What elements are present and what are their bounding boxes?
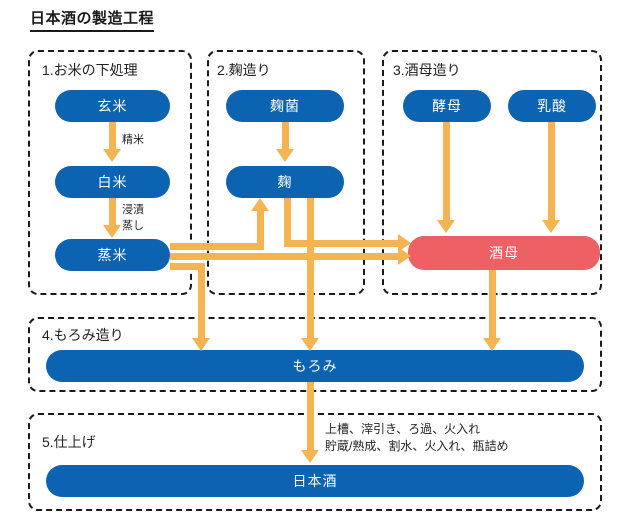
stage-label-1: 1.お米の下処理 — [42, 62, 138, 78]
connector-koji-shubo-horizontal — [284, 240, 406, 247]
connector-shubo-moromi-vertical — [489, 270, 496, 341]
connector-kojikin-koji — [282, 122, 289, 152]
node-genmai: 玄米 — [55, 90, 170, 122]
arrowhead-moromi-nihonshu — [301, 450, 319, 463]
arrowhead-nyusan-shubo — [542, 220, 560, 233]
connector-mushimai-koji-vertical — [257, 210, 264, 246]
stage-box-4 — [28, 317, 602, 392]
arrowhead-mushimai-shubo — [398, 247, 411, 265]
arrowhead-mushimai-moromi — [192, 338, 210, 351]
finishing-steps-line-2: 貯蔵/熟成、割水、火入れ、瓶詰め — [325, 439, 509, 453]
stage-box-1 — [28, 50, 192, 295]
connector-mushimai-moromi-horizontal — [170, 263, 205, 270]
node-nyusan: 乳酸 — [508, 90, 596, 122]
arrowhead-shubo-moromi — [483, 338, 501, 351]
connector-mushimai-shubo-horizontal — [170, 253, 406, 260]
connector-mushimai-moromi-vertical — [198, 263, 205, 341]
connector-hakumai-mushimai — [109, 198, 116, 228]
connector-koji-shubo-vertical — [284, 198, 291, 246]
node-kobo: 酵母 — [403, 90, 491, 122]
node-hakumai: 白米 — [55, 166, 170, 198]
arrowhead-hakumai-mushimai — [103, 225, 121, 238]
node-nihonshu: 日本酒 — [46, 465, 584, 497]
node-moromi: もろみ — [46, 350, 584, 382]
arrowhead-kojikin-koji — [276, 149, 294, 162]
connector-genmai-hakumai — [109, 122, 116, 152]
edge-label-mushi: 蒸し — [122, 220, 144, 232]
stage-box-5 — [28, 413, 602, 511]
stage-label-5: 5.仕上げ — [42, 434, 96, 450]
connector-moromi-nihonshu-vertical — [307, 382, 314, 452]
stage-box-2 — [207, 50, 365, 295]
stage-label-2: 2.麹造り — [217, 62, 271, 78]
connector-koji-moromi-vertical — [307, 198, 314, 341]
edge-label-shinseki: 浸漬 — [122, 204, 144, 216]
node-shubo: 酒母 — [408, 236, 600, 270]
connector-mushimai-koji-horizontal — [170, 243, 264, 250]
page-title: 日本酒の製造工程 — [30, 10, 155, 32]
node-koji: 麹 — [226, 166, 344, 198]
arrowhead-kobo-shubo — [437, 220, 455, 233]
edge-label-seimai: 精米 — [122, 134, 144, 146]
stage-label-3: 3.酒母造り — [393, 62, 461, 78]
arrowhead-koji-moromi — [301, 338, 319, 351]
finishing-steps-line-1: 上槽、滓引き、ろ過、火入れ — [325, 422, 481, 436]
finishing-steps-note: 上槽、滓引き、ろ過、火入れ 貯蔵/熟成、割水、火入れ、瓶詰め — [325, 421, 508, 455]
stage-label-4: 4.もろみ造り — [42, 327, 124, 343]
arrowhead-mushimai-koji — [251, 198, 269, 211]
connector-kobo-shubo — [443, 122, 450, 222]
node-kojikin: 麹菌 — [226, 90, 344, 122]
arrowhead-genmai-hakumai — [103, 149, 121, 162]
connector-nyusan-shubo — [548, 122, 555, 222]
node-mushimai: 蒸米 — [55, 239, 170, 271]
